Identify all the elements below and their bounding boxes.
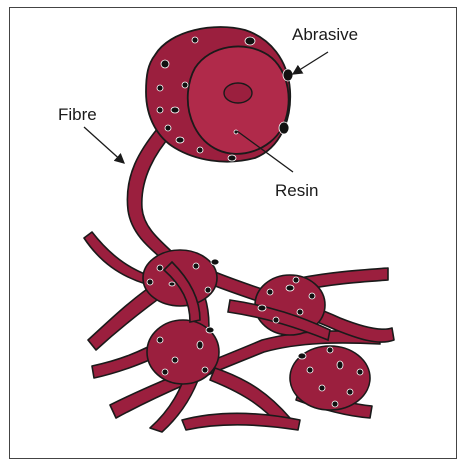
label-resin: Resin: [275, 181, 318, 200]
label-fibre: Fibre: [58, 105, 97, 124]
fibre-strand: [84, 232, 150, 284]
ball-core: [224, 83, 252, 103]
abrasive-leader: [293, 52, 328, 74]
label-abrasive: Abrasive: [292, 25, 358, 44]
abrasive-ball: [146, 27, 290, 162]
fibre-leader: [84, 127, 124, 163]
